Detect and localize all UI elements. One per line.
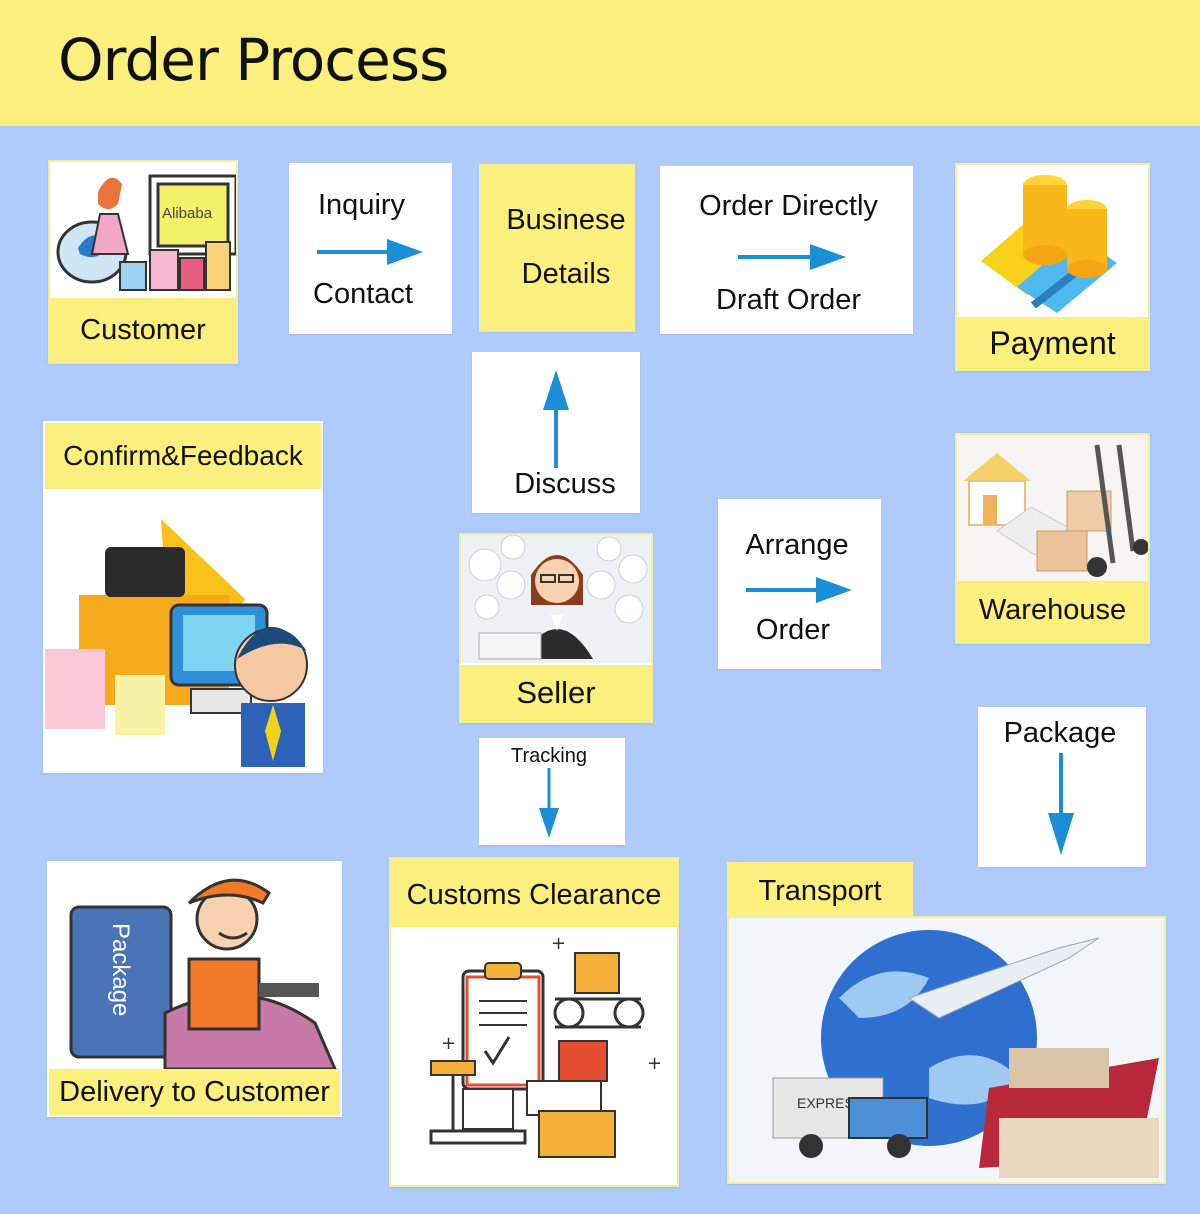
order-directly-text: Order Directly	[699, 190, 878, 222]
right-arrow-icon	[746, 577, 852, 603]
tracking-text: Tracking	[511, 745, 587, 767]
coins-card-icon	[981, 175, 1117, 313]
customer-label: Customer	[50, 298, 236, 362]
discuss-step: Discuss	[472, 352, 640, 513]
svg-text:+: +	[647, 1053, 662, 1074]
contact-text: Contact	[313, 278, 413, 310]
details-text: Details	[521, 258, 611, 290]
page-title: Order Process	[58, 26, 449, 94]
delivery-illustration: Package	[69, 878, 337, 1069]
delivery-step: Package Delivery to Customer	[47, 861, 342, 1117]
svg-text:+: +	[441, 1033, 456, 1054]
business-text: Businese	[506, 204, 626, 236]
customer-illustration: Alibaba	[56, 174, 236, 291]
package-box-text: Package	[107, 923, 134, 1016]
right-arrow-icon	[738, 244, 846, 270]
customs-illustration: + + +	[429, 933, 662, 1158]
discuss-text: Discuss	[514, 468, 616, 500]
seller-illustration	[461, 535, 651, 663]
customer-step: Alibaba Customer	[48, 160, 238, 364]
transport-label: Transport	[727, 862, 913, 920]
svg-text:+: +	[551, 933, 566, 954]
package-step: Package	[978, 707, 1146, 867]
delivery-label: Delivery to Customer	[49, 1069, 340, 1115]
payment-step: Payment	[955, 163, 1150, 371]
seller-step: Seller	[459, 533, 653, 723]
confirm-feedback-label: Confirm&Feedback	[45, 423, 321, 489]
transport-illustration: EXPRESS	[729, 918, 1164, 1182]
express-truck-text: EXPRESS	[797, 1095, 863, 1111]
package-text: Package	[1003, 717, 1117, 749]
inquiry-text: Inquiry	[318, 189, 406, 221]
down-arrow-icon	[539, 768, 559, 838]
right-arrow-icon	[317, 239, 423, 265]
order-text: Order	[755, 614, 831, 646]
up-arrow-icon	[543, 370, 569, 468]
customs-step: Customs Clearance + + +	[389, 857, 679, 1187]
alibaba-screen-text: Alibaba	[162, 205, 213, 222]
order-directly-step: Order Directly Draft Order	[660, 166, 913, 334]
customs-label: Customs Clearance	[391, 859, 677, 927]
payment-label: Payment	[957, 317, 1148, 369]
down-arrow-icon	[1048, 753, 1074, 855]
transport-step: EXPRESS	[727, 916, 1166, 1184]
arrange-text: Arrange	[745, 529, 849, 561]
business-details-step: Businese Details	[479, 164, 635, 332]
feedback-illustration	[45, 519, 308, 767]
draft-order-text: Draft Order	[715, 284, 862, 316]
confirm-feedback-step: Confirm&Feedback	[43, 421, 323, 773]
inquiry-step: Inquiry Contact	[289, 163, 452, 334]
warehouse-illustration	[957, 435, 1148, 581]
warehouse-step: Warehouse	[955, 433, 1150, 644]
tracking-step: Tracking	[479, 738, 625, 845]
arrange-order-step: Arrange Order	[718, 499, 881, 669]
seller-label: Seller	[461, 665, 651, 721]
warehouse-label: Warehouse	[957, 581, 1148, 642]
header-bar: Order Process	[0, 0, 1200, 126]
